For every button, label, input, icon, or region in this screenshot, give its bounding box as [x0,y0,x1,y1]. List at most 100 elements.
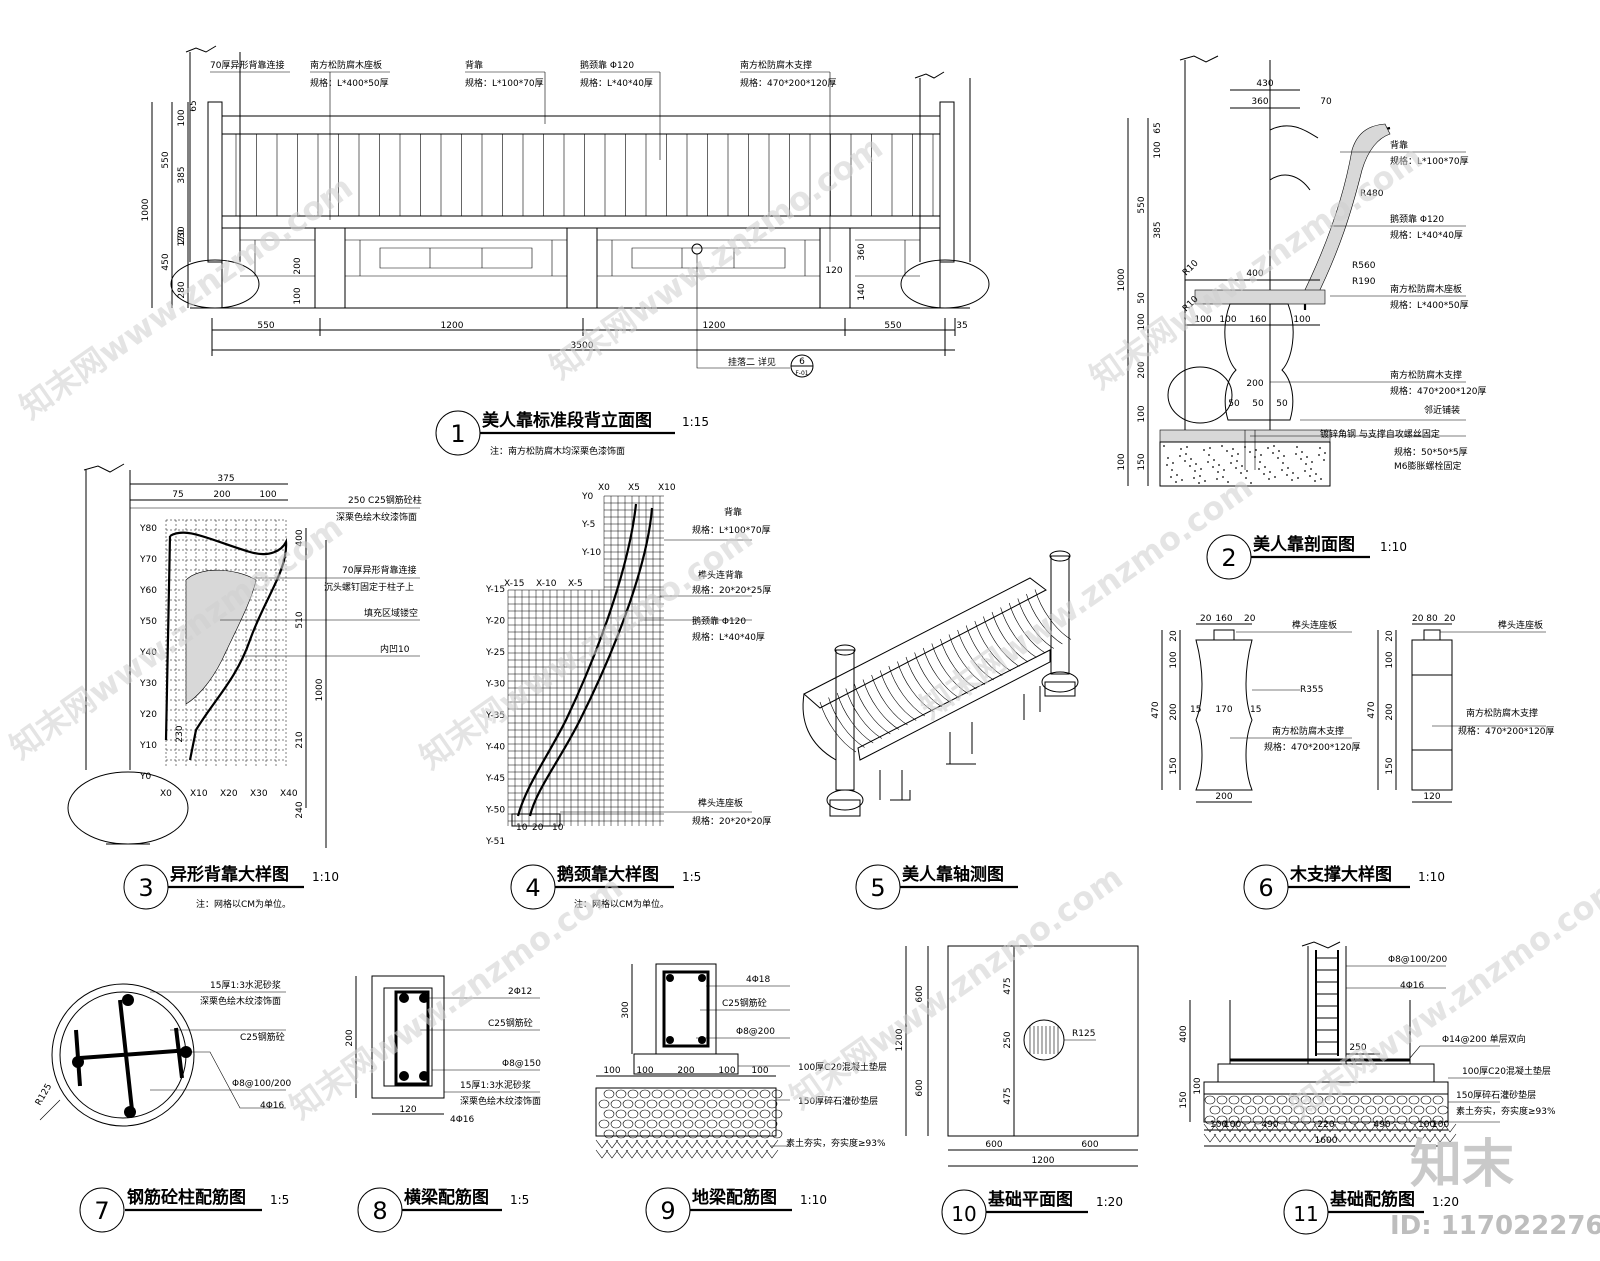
title-7-scale: 1:5 [270,1193,289,1207]
label-4-backrest: 背靠 [724,506,742,518]
dim-10-h1200: 1200 [1032,1156,1055,1166]
label-2-backrest: 背靠 [1390,139,1408,151]
dim-11-400: 400 [1179,1025,1189,1042]
watermark-7: 知末网www.znzmo.com [283,868,630,1127]
dim-1-v-550: 550 [161,151,171,168]
label-1-seat-spec: 规格：L*400*50厚 [310,77,389,89]
title-1-number: 1 [450,420,465,448]
drawing-1-elevation: 550 1200 1200 550 35 3500 1000 550 450 1… [141,45,990,378]
drawing-11-foundation-rebar: 250 400 150 100 100 100 490 220 490 100 … [1179,941,1556,1147]
dim-2-70: 70 [1320,97,1332,107]
title-2-number: 2 [1221,544,1236,572]
label-8-stirrup: Φ8@150 [502,1059,541,1069]
axo-seat [857,649,1051,761]
dim-3-75: 75 [172,490,183,500]
dim-10-475a: 475 [1003,977,1013,994]
label-6b-tenon: 榫头连座板 [1498,619,1543,631]
title-7-text: 钢筋砼柱配筋图 [127,1187,246,1208]
dim-2-v-100c: 100 [1137,405,1147,422]
dim-6a-v200: 200 [1169,703,1179,720]
dim-2-r10a: R10 [1181,258,1201,278]
dim-11-490b: 490 [1373,1120,1390,1130]
dim-2-v-1000: 1000 [1117,268,1127,291]
dim-6a-15a: 15 [1190,705,1201,715]
dim-2-50c: 50 [1276,399,1288,409]
label-4-tenon-back-spec: 规格：20*20*25厚 [692,584,771,596]
dim-6b-v100: 100 [1385,651,1395,668]
axo-top-rail [803,577,1047,709]
dim-3-100: 100 [259,490,276,500]
dim-2-100b: 100 [1219,315,1236,325]
grid4-ylabel: Y-30 [485,680,505,690]
grid3-ylabel: Y50 [139,617,157,627]
label-1-seat: 南方松防腐木座板 [310,59,382,71]
dim-1-v-120: 120 [825,266,842,276]
label-1-goose-neck-spec: 规格：L*40*40厚 [580,77,653,89]
dim-6b-120: 120 [1423,792,1440,802]
dim-6a-15b: 15 [1250,705,1261,715]
dim-2-100c: 100 [1293,315,1310,325]
label-1-support-spec: 规格：470*200*120厚 [740,77,837,89]
dim-11-100e: 100 [1432,1120,1449,1130]
support-side-view [1411,639,1453,791]
watermark-9: 知末网www.znzmo.com [1283,868,1600,1127]
title-11-number: 11 [1293,1202,1318,1226]
dim-9-100d: 100 [751,1066,768,1076]
dim-4-10b: 10 [552,823,564,833]
dim-6b-80: 80 [1426,614,1438,624]
dim-2-v-65: 65 [1153,122,1163,133]
dim-1-v-100: 100 [177,109,187,126]
title-3-number: 3 [138,874,153,902]
title-6-scale: 1:10 [1418,870,1445,884]
label-11-soil: 素土夯实，夯实度≥93% [1456,1105,1556,1117]
grid4-xleft-label: X-10 [536,579,557,589]
dim-10-h600a: 600 [985,1140,1002,1150]
label-8-main-bar: 4Φ16 [450,1115,475,1125]
label-4-tenon-seat: 榫头连座板 [698,797,743,809]
label-2-support-spec: 规格：470*200*120厚 [1390,385,1487,397]
dim-1-v-280: 280 [177,281,187,298]
label-6b-support-spec: 规格：470*200*120厚 [1458,725,1555,737]
label-7-concrete: C25钢筋砼 [240,1031,285,1043]
label-4-goose-neck-spec: 规格：L*40*40厚 [692,631,765,643]
dim-1-h-550b: 550 [884,321,901,331]
grid3-ylabel: Y40 [139,648,157,658]
watermark-3: 知末网www.znzmo.com [1083,138,1430,397]
label-4-tenon-back: 榫头连背靠 [698,569,743,581]
ground-beam-cushion [633,1053,739,1075]
drawing-6-support-details: 20 160 20 20 100 200 150 470 15 170 15 2… [1151,614,1555,803]
dim-1-v-385: 385 [177,166,187,183]
grid4-ylabel: Y-20 [485,617,505,627]
dim-6b-v200: 200 [1385,703,1395,720]
dim-6b-20b: 20 [1444,614,1456,624]
dim-2-v-100: 100 [1153,141,1163,158]
label-1-back-connection: 70厚异形背靠连接 [210,59,284,71]
dim-11-100b: 100 [1210,1120,1227,1130]
grid4-ylabel: Y-5 [581,520,595,530]
dim-2-50a: 50 [1228,399,1240,409]
title-4-note: 注：网格以CM为单位。 [574,898,669,910]
label-3-hollow: 填充区域镂空 [364,607,418,619]
grid4-xtop-label: X0 [598,483,610,493]
dim-11-220: 220 [1317,1120,1334,1130]
label-7-main-bar: 4Φ16 [260,1101,285,1111]
dim-2-r560: R560 [1352,261,1376,271]
dim-6a-v100: 100 [1169,651,1179,668]
watermark-6: 知末网www.znzmo.com [913,468,1260,727]
dim-11-250: 250 [1349,1043,1366,1053]
title-5-number: 5 [870,874,885,902]
rebar-dot-3 [122,994,134,1006]
dim-6a-v150: 150 [1169,757,1179,774]
label-3-screw: 沉头螺钉固定于柱子上 [324,581,414,593]
rebar-dot-1 [72,1056,84,1068]
title-2-text: 美人靠剖面图 [1253,534,1355,555]
grid4-ylabel: Y-45 [485,774,505,784]
foundation-plan-outline [947,945,1139,1137]
dim-1-h-550a: 550 [257,321,274,331]
dim-3-400: 400 [295,529,305,546]
dim-2-v-100b: 100 [1137,313,1147,330]
drawing-3-backrest-detail: 375 75 200 100 400 510 1000 210 240 230 … [67,463,422,848]
label-9-main-bar: 4Φ18 [746,975,771,985]
